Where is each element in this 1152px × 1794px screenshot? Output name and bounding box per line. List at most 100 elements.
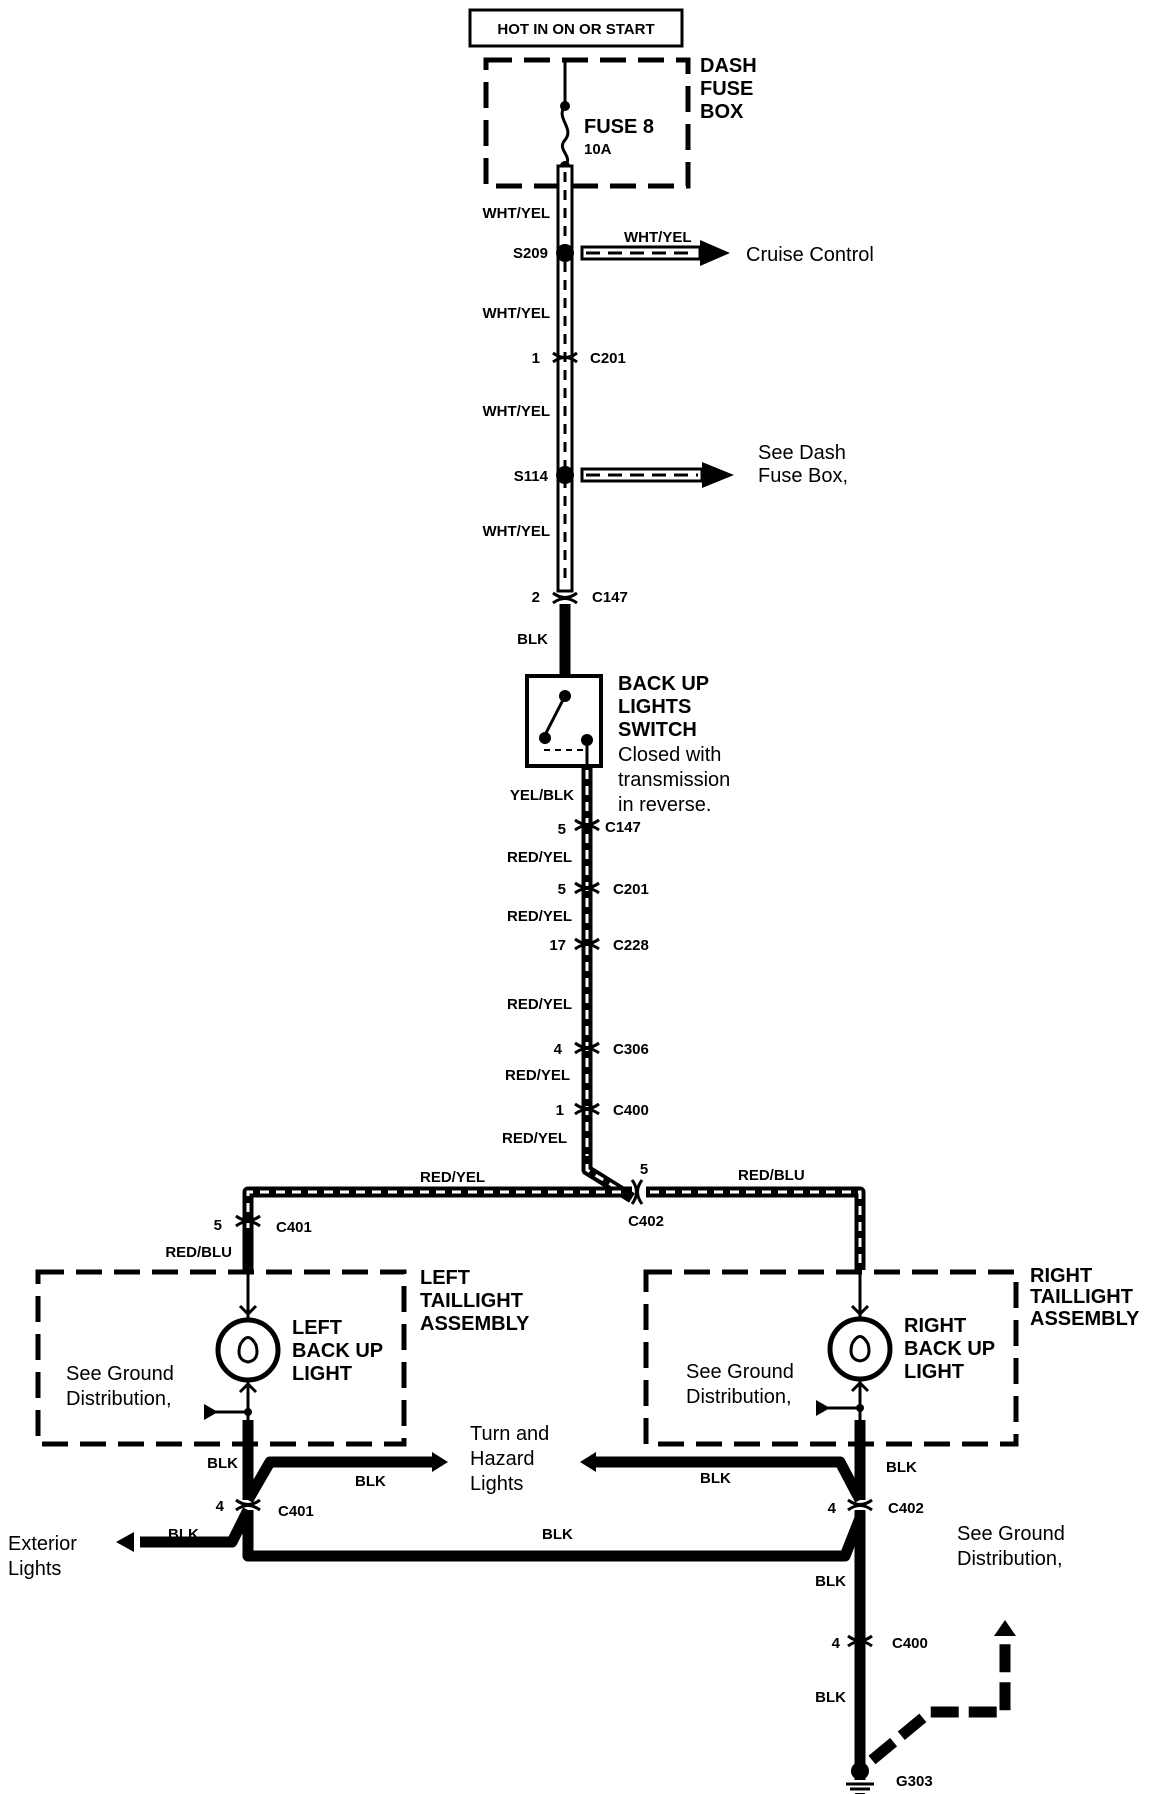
wire-label-red-yel-1: RED/YEL [507,849,572,866]
wire-label-blk-cross: BLK [542,1526,573,1543]
bottom-see-ground-1: See Ground [957,1523,1065,1545]
pin-label: 1 [556,1102,564,1119]
wire-horizontal-bus: RED/YEL RED/BLU [242,1167,866,1270]
right-taillight-assembly: RIGHT TAILLIGHT ASSEMBLY RIGHT BACK UP L… [643,1265,1140,1447]
pin-label: 4 [554,1041,563,1058]
wire-label-1: WHT/YEL [483,205,551,222]
connector-c201-bottom: 5 C201 [558,881,649,898]
connector-label: C228 [613,937,649,954]
right-bulb-icon [827,1316,893,1382]
turn-hazard-1: Turn and [470,1423,549,1445]
see-dash-fuse-2: Fuse Box, [758,465,848,487]
splice-s209: S209 WHT/YEL Cruise Control [513,229,874,266]
connector-c401-bottom: 4 C401 [216,1498,314,1520]
cruise-control-label: Cruise Control [746,244,874,266]
pin-label: 5 [558,821,566,838]
left-assembly-label-2: TAILLIGHT [420,1290,523,1312]
wire-label-2: WHT/YEL [483,305,551,322]
bottom-see-ground-2: Distribution, [957,1548,1063,1570]
wire-label-blk-switch: BLK [517,631,548,648]
wire-label-s209-branch: WHT/YEL [624,229,692,246]
wire-label-blk-right: BLK [886,1459,917,1476]
wire-label-blk-turn-left: BLK [355,1473,386,1490]
right-light-label-3: LIGHT [904,1361,964,1383]
dash-fuse-box-label-3: BOX [700,101,744,123]
pin-label: 5 [558,881,566,898]
connector-label: C147 [592,589,628,606]
switch-desc-2: transmission [618,769,730,791]
fuse-8: FUSE 8 10A [560,62,654,171]
connector-c402-top: 5 C402 [628,1161,664,1230]
connector-c402-bottom: 4 C402 [828,1498,924,1517]
left-light-label-1: LEFT [292,1317,342,1339]
switch-desc-3: in reverse. [618,794,711,816]
turn-hazard-3: Lights [470,1473,523,1495]
connector-c147-top: 2 C147 [532,589,628,606]
switch-title-1: BACK UP [618,673,709,695]
connector-c306: 4 C306 [554,1041,649,1058]
wire-label-blk-left: BLK [207,1455,238,1472]
right-assembly-label-2: TAILLIGHT [1030,1286,1133,1308]
pin-label: 5 [640,1161,648,1178]
pin-label: 2 [532,589,540,606]
right-assembly-label-3: ASSEMBLY [1030,1308,1140,1330]
connector-c147-bottom: 5 C147 [558,818,641,838]
connector-label: C401 [276,1219,312,1236]
pin-label: 5 [214,1217,222,1234]
dash-fuse-box: DASH FUSE BOX [483,55,757,189]
right-light-label-1: RIGHT [904,1315,966,1337]
splice-s114: S114 See Dash Fuse Box, [514,442,848,488]
switch-desc-1: Closed with [618,744,721,766]
connector-label: C402 [628,1213,664,1230]
wire-label-bus-left: RED/YEL [420,1169,485,1186]
pin-label: 4 [216,1498,225,1515]
connector-c201-top: 1 C201 [532,350,626,367]
connector-label: C400 [613,1102,649,1119]
power-source-label: HOT IN ON OR START [468,8,684,48]
wire-label-red-blu-left: RED/BLU [165,1244,232,1261]
right-see-ground-2: Distribution, [686,1386,792,1408]
exterior-lights-2: Lights [8,1558,61,1580]
pin-label: 17 [549,937,566,954]
wire-label-3: WHT/YEL [483,403,551,420]
pin-label: 4 [828,1500,837,1517]
wire-label-red-yel-4: RED/YEL [505,1067,570,1084]
connector-c400-top: 1 C400 [556,1102,649,1119]
left-bulb-icon [215,1317,281,1383]
fuse-name: FUSE 8 [584,116,654,138]
back-up-lights-switch: BACK UP LIGHTS SWITCH Closed with transm… [525,673,730,816]
power-source-text: HOT IN ON OR START [497,21,654,38]
splice-s114-label: S114 [514,468,549,485]
connector-label: C402 [888,1500,924,1517]
pin-label: 1 [532,350,540,367]
left-see-ground-1: See Ground [66,1363,174,1385]
connector-c400-bottom: 4 C400 [832,1634,928,1652]
connector-label: C401 [278,1503,314,1520]
wire-label-blk-down-1: BLK [815,1573,846,1590]
dash-fuse-box-label-2: FUSE [700,78,753,100]
pin-label: 4 [832,1635,841,1652]
wire-blk-ground-network [116,1420,1016,1780]
wire-label-blk-exterior: BLK [168,1526,199,1543]
exterior-lights-1: Exterior [8,1533,77,1555]
left-see-ground-2: Distribution, [66,1388,172,1410]
left-light-label-2: BACK UP [292,1340,383,1362]
wire-label-4: WHT/YEL [483,523,551,540]
wire-label-bus-right: RED/BLU [738,1167,805,1184]
connector-c228: 17 C228 [549,937,649,954]
connector-label: C147 [605,819,641,836]
wire-label-blk-turn-right: BLK [700,1470,731,1487]
left-assembly-label-1: LEFT [420,1267,470,1289]
wire-wht-yel-main [556,164,574,593]
wire-label-red-yel-2: RED/YEL [507,908,572,925]
right-see-ground-1: See Ground [686,1361,794,1383]
left-assembly-label-3: ASSEMBLY [420,1313,530,1335]
see-dash-fuse-1: See Dash [758,442,846,464]
fuse-rating: 10A [584,141,612,158]
splice-s209-label: S209 [513,245,548,262]
dash-fuse-box-label-1: DASH [700,55,757,77]
right-assembly-label-1: RIGHT [1030,1265,1092,1287]
right-light-label-2: BACK UP [904,1338,995,1360]
ground-g303: G303 [846,1762,933,1794]
ground-label: G303 [896,1773,933,1790]
